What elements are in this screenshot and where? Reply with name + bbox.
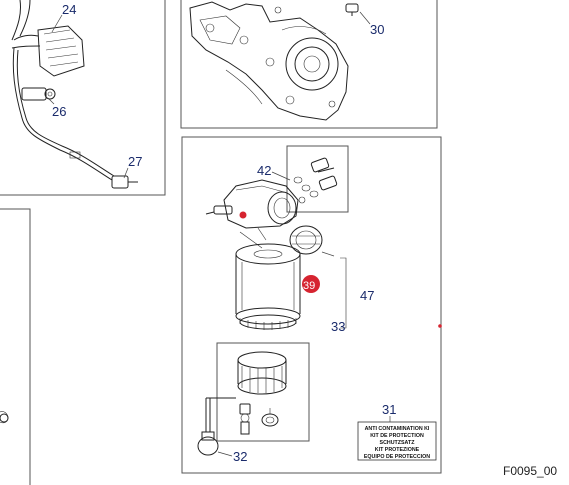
kit-box-42	[286, 145, 349, 213]
callout-31: 31	[382, 402, 396, 417]
filter-head	[205, 179, 299, 249]
connector-block-24	[11, 0, 85, 77]
callout-26: 26	[52, 104, 66, 119]
sensor-26	[21, 87, 56, 101]
callout-39: 39	[303, 280, 315, 292]
callout-47: 47	[360, 288, 374, 303]
panel-engine-frame	[180, 0, 438, 129]
panel-left-partial	[0, 208, 31, 485]
separator-bowl	[237, 351, 287, 395]
callout-39-marker	[302, 275, 320, 293]
callout-42: 42	[257, 163, 271, 178]
panel-harness	[0, 0, 166, 196]
kit-label-line-3: SCHUTZSATZ	[380, 440, 416, 446]
fittings-42	[293, 157, 338, 204]
figure-code: F0095_00	[503, 464, 557, 478]
kit-box-32	[216, 342, 310, 442]
kit-label-line-1: ANTI CONTAMINATION KI	[365, 426, 430, 432]
filter-cartridge-39	[235, 243, 301, 330]
callout-32: 32	[233, 449, 247, 464]
kit-label-line-2: KIT DE PROTECTION	[370, 433, 424, 439]
harness-wire	[12, 47, 113, 181]
engine-housing	[189, 1, 349, 121]
callout-27: 27	[128, 154, 142, 169]
panel-harness-frame	[0, 0, 166, 196]
kit-label-box	[357, 421, 437, 461]
fitting-30	[345, 3, 359, 16]
panel-fuel-filter	[181, 136, 442, 474]
callout-24: 24	[62, 2, 76, 17]
bracket-47	[340, 257, 347, 329]
callout-33: 33	[331, 319, 345, 334]
callout-30: 30	[370, 22, 384, 37]
highlight-marker	[239, 211, 247, 219]
kit-label-line-4: KIT PROTEZIONE	[375, 447, 420, 453]
terminal-27	[69, 151, 138, 189]
cap-1	[289, 225, 323, 255]
panel-fuel-filter-frame	[181, 136, 442, 474]
drain-valve-32	[197, 397, 236, 456]
edge-marker	[438, 324, 442, 328]
kit-label-line-5: EQUIPO DE PROTECCION	[364, 454, 430, 460]
drain-plug-parts	[239, 403, 279, 435]
panel-engine	[180, 0, 438, 129]
panel-left-frame	[0, 208, 31, 485]
